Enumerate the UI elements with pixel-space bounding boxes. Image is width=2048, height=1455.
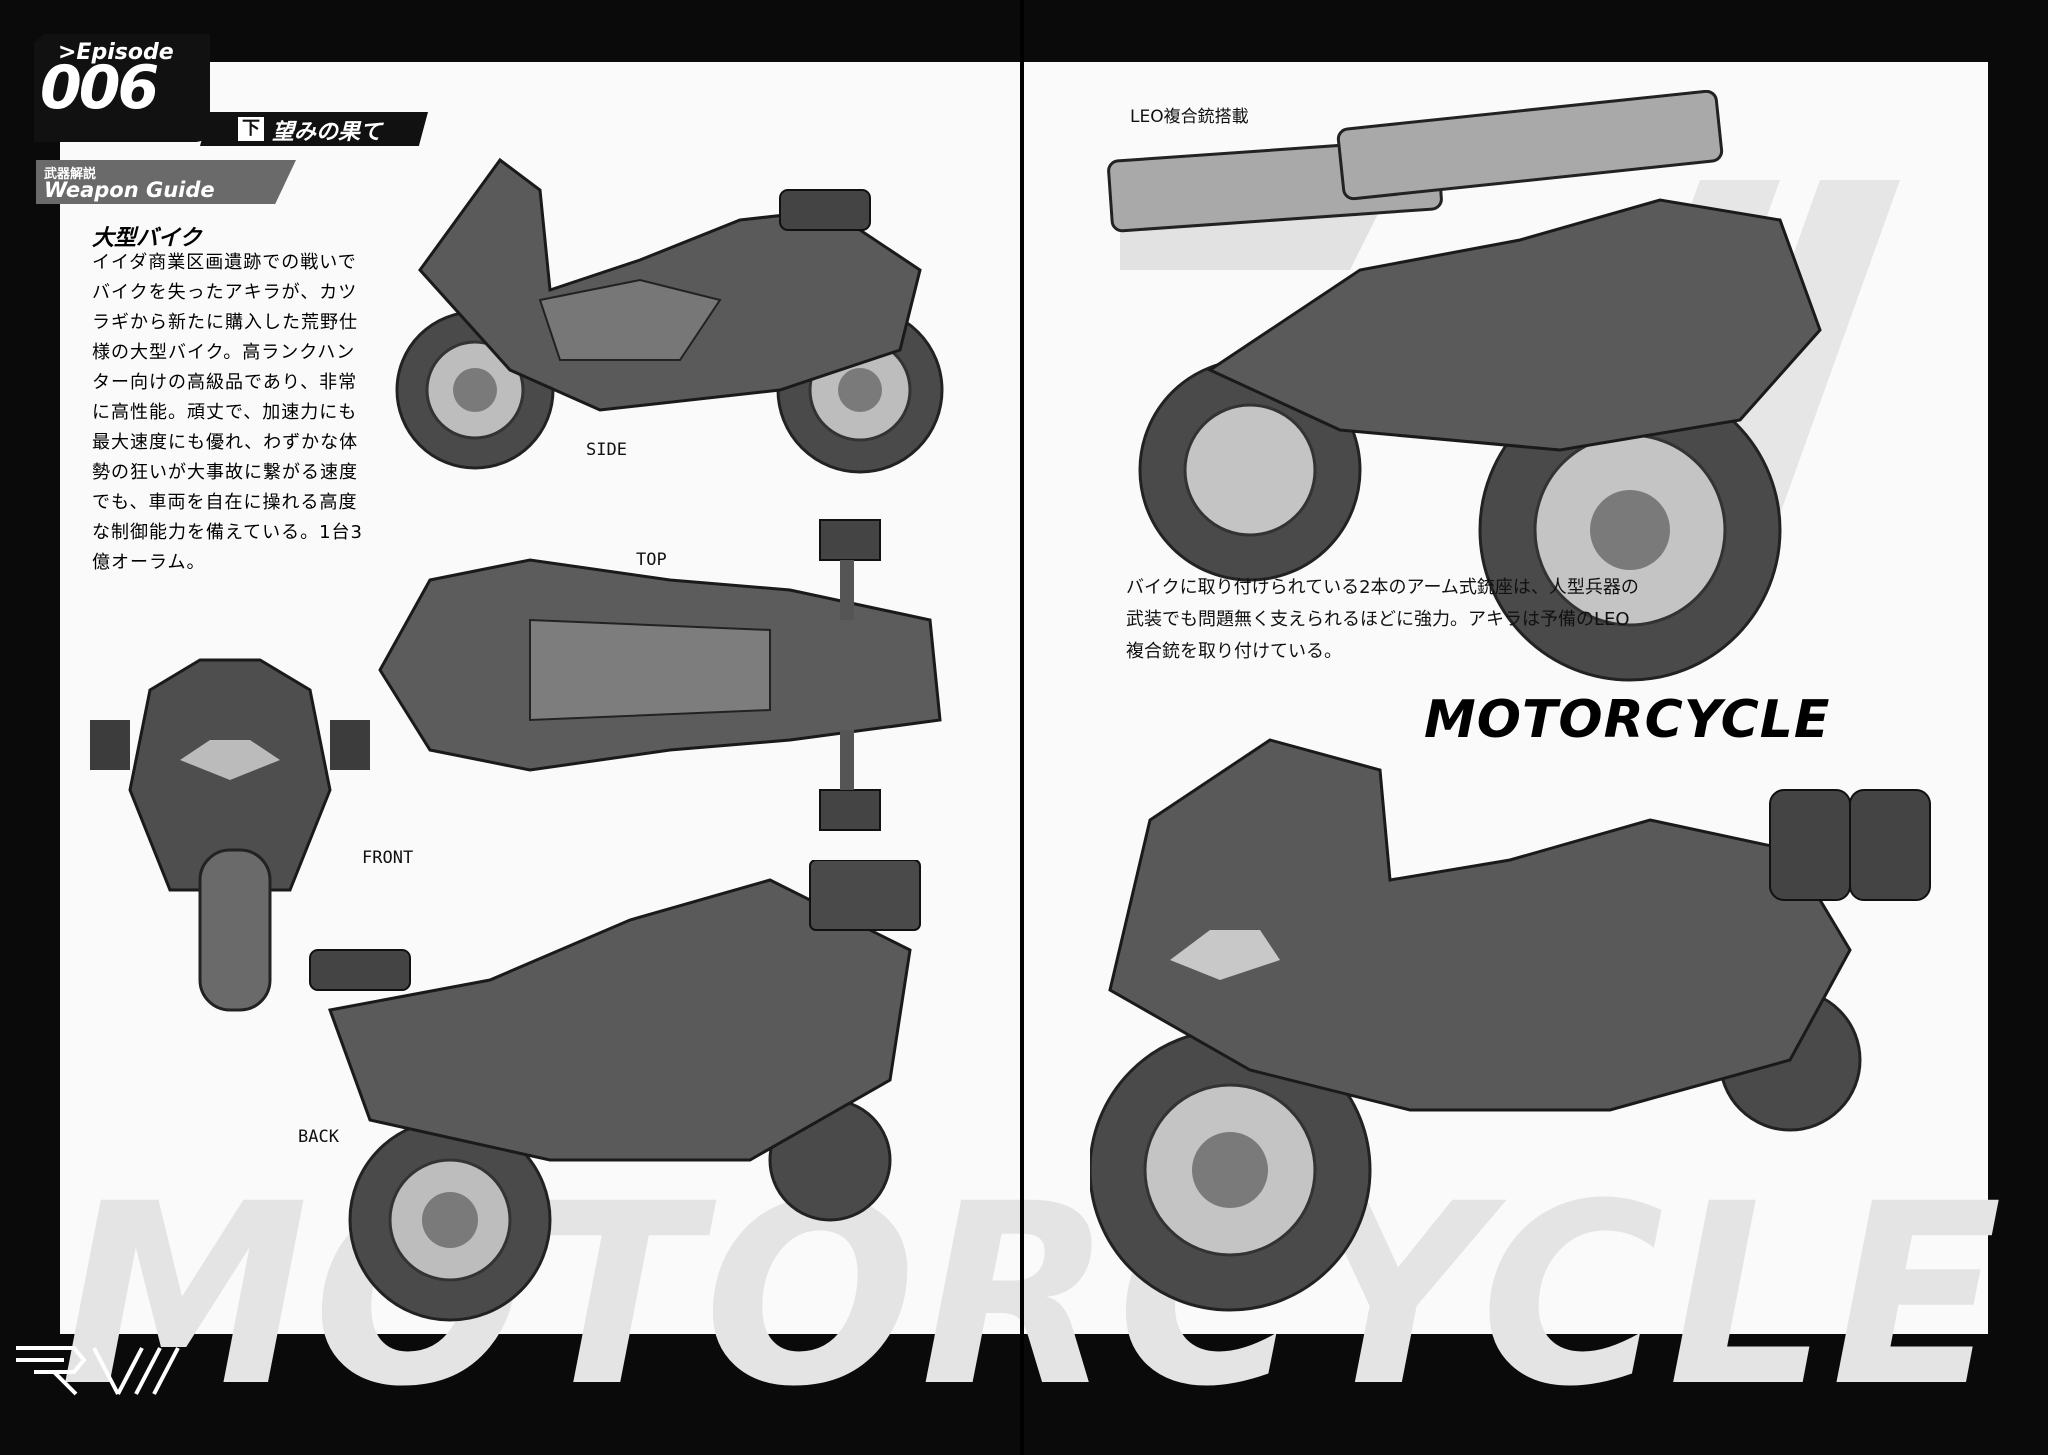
episode-label: >Episode [58, 40, 174, 65]
section-badge [36, 160, 296, 204]
caption-leo: LEO複合銃搭載 [1130, 107, 1249, 127]
section-title-jp: 武器解説 [44, 167, 97, 182]
episode-badge [34, 34, 210, 142]
view-label-side: SIDE [586, 440, 627, 460]
view-label-back: BACK [298, 1127, 339, 1147]
caption-arm-mount: バイクに取り付けられている2本のアーム式銃座は、人型兵器の武装でも問題無く支えら… [1126, 577, 1639, 662]
page-spine [1020, 0, 1024, 1455]
motorcycle-top-illustration [378, 519, 942, 831]
item-description: イイダ商業区画遺跡での戦いでバイクを失ったアキラが、カツラギから新たに購入した荒… [92, 252, 364, 573]
view-label-top: TOP [636, 550, 667, 570]
motorcycle-back-illustration [309, 860, 921, 1322]
motorcycle-armed-illustration [1107, 90, 1822, 682]
section-title-en: Weapon Guide [44, 178, 215, 202]
motorcycle-title: MOTORCYCLE [1424, 690, 1831, 750]
motorcycle-front-three-quarter-illustration [1090, 738, 1931, 1312]
motorcycle-side-illustration [395, 157, 944, 474]
episode-number: 006 [40, 53, 159, 123]
episode-subtitle: 望みの果て [272, 120, 383, 145]
motorcycle-front-illustration [90, 658, 370, 1012]
subtitle-mark: 下 [238, 117, 264, 141]
view-label-front: FRONT [362, 848, 414, 868]
series-logo-icon [16, 1346, 180, 1396]
item-title: 大型バイク [92, 226, 202, 251]
